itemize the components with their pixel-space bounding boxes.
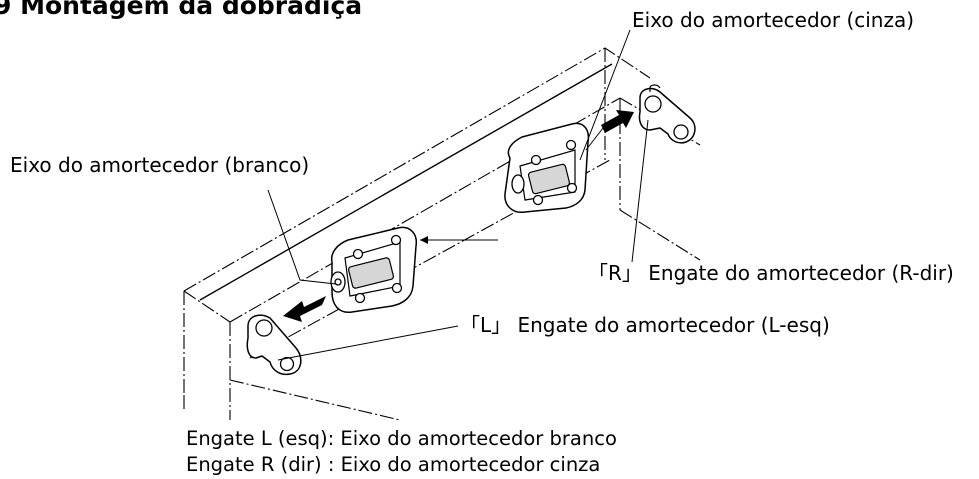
label-engage-right: 「R」 Engate do amortecedor (R-dir) [588,261,954,285]
insert-arrow-right [601,110,634,133]
note-line-1: Engate L (esq): Eixo do amortecedor bran… [186,427,617,450]
damper-coupling-right [638,84,696,144]
hinge-plate-right [504,122,590,214]
label-axle-gray: Eixo do amortecedor (cinza) [632,8,914,32]
cabinet-outline [183,47,701,421]
label-axle-white: Eixo do amortecedor (branco) [10,153,309,177]
leader-engage-left [277,325,459,361]
leader-engage-right [631,119,649,263]
damper-coupling-left [246,314,302,376]
note-line-2: Engate R (dir) : Eixo do amortecedor cin… [186,453,600,476]
leader-axle-gray [579,29,631,161]
leader-axle-white [267,189,337,285]
hinge-plate-left [330,226,418,313]
label-engage-left: 「L」 Engate do amortecedor (L-esq) [460,313,830,337]
page-title: 9 Montagem da dobradiça [0,0,362,20]
cabinet-front-edge [199,63,613,301]
insert-arrow-left [283,296,326,322]
